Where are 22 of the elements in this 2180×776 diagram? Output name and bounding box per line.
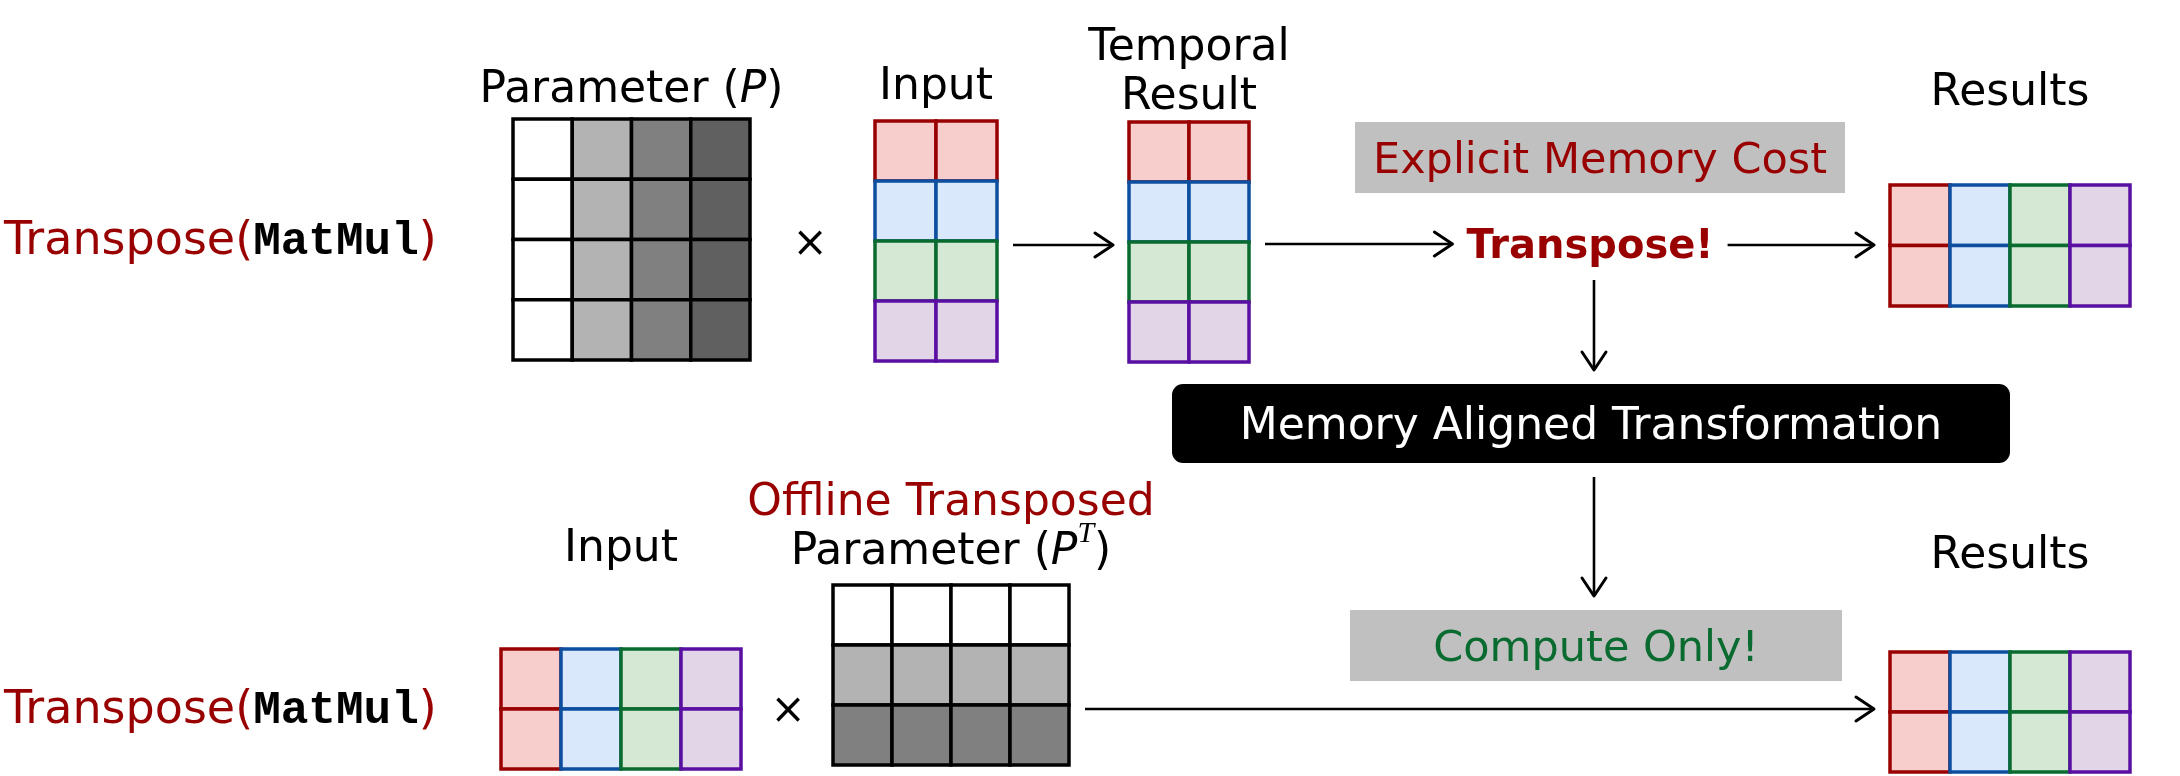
matrix-label: Results (1930, 528, 2090, 577)
operation-formula: Transpose(MatMul) (4, 681, 437, 737)
arrow (1580, 477, 1608, 598)
matrix-label: Parameter (P$^{T}$) (790, 524, 1112, 573)
matrix-label: Results (1930, 65, 2090, 114)
arrow (1013, 231, 1115, 259)
matrix-annotation: Offline Transposed (747, 476, 1155, 525)
arrow (1085, 695, 1876, 723)
matrix-label: Input (879, 59, 993, 108)
matrix-label: Temporal Result (1088, 21, 1290, 118)
callout-banner: Explicit Memory Cost (1355, 122, 1845, 193)
arrow (1727, 231, 1876, 259)
operation-formula: Transpose(MatMul) (4, 212, 437, 268)
step-banner: Memory Aligned Transformation (1172, 384, 2010, 463)
arrow (1580, 280, 1608, 372)
multiply-sign: × (770, 685, 806, 733)
arrow (1265, 230, 1454, 258)
multiply-sign: × (792, 218, 828, 266)
callout-banner: Compute Only! (1350, 610, 1842, 681)
matrix-label: Input (564, 521, 678, 570)
matrix-label: Parameter (P) (479, 62, 784, 111)
operation-label: Transpose! (1466, 222, 1714, 266)
